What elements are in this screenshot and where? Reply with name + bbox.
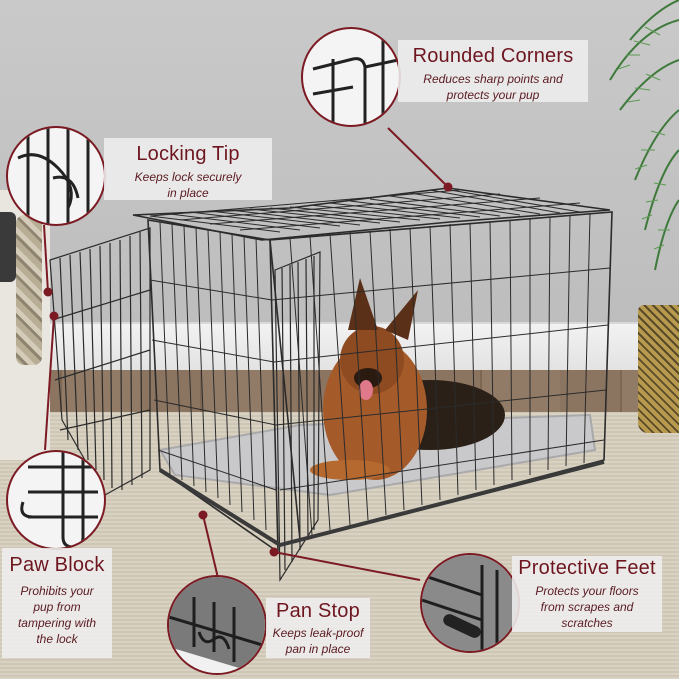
baseboard <box>0 322 679 372</box>
pan-stop-detail-icon <box>169 577 265 673</box>
callout-description: Protects your floors from scrapes and sc… <box>535 584 639 630</box>
protective-feet-zoom-circle <box>420 553 520 653</box>
callout-description: Prohibits your pup from tampering with t… <box>17 584 97 646</box>
callout-title: Pan Stop <box>276 600 360 622</box>
callout-title: Locking Tip <box>136 143 240 165</box>
pillow <box>0 212 16 282</box>
pan-stop-zoom-circle <box>167 575 267 675</box>
paw-block-zoom-circle <box>6 450 106 550</box>
pan-stop-panel: Pan Stop Keeps leak-proof pan in place <box>266 598 370 658</box>
callout-description: Reduces sharp points and protects your p… <box>423 72 563 102</box>
paw-block-panel: Paw Block Prohibits your pup from tamper… <box>2 548 112 658</box>
callout-title: Rounded Corners <box>412 45 574 67</box>
crate-pan <box>158 460 605 548</box>
locking-tip-zoom-circle <box>6 126 106 226</box>
callout-title: Protective Feet <box>518 557 656 579</box>
palm-plant <box>609 0 679 271</box>
open-front-door <box>274 251 321 583</box>
protective-feet-detail-icon <box>422 555 518 651</box>
throw-blanket <box>16 215 42 365</box>
woven-basket <box>638 305 679 433</box>
locking-tip-panel: Locking Tip Keeps lock securely in place <box>104 138 272 200</box>
paw-block-detail-icon <box>20 452 98 548</box>
lock-latch-detail-icon <box>17 128 90 224</box>
protective-feet-panel: Protective Feet Protects your floors fro… <box>512 556 662 632</box>
rounded-corners-panel: Rounded Corners Reduces sharp points and… <box>398 40 588 102</box>
german-shepherd-dog <box>310 278 505 480</box>
open-side-door <box>49 227 151 496</box>
rounded-corner-detail-icon <box>312 39 399 125</box>
callout-description: Keeps lock securely in place <box>134 170 242 200</box>
rounded-corners-zoom-circle <box>301 27 401 127</box>
callout-title: Paw Block <box>9 554 105 576</box>
callout-description: Keeps leak-proof pan in place <box>272 626 364 656</box>
